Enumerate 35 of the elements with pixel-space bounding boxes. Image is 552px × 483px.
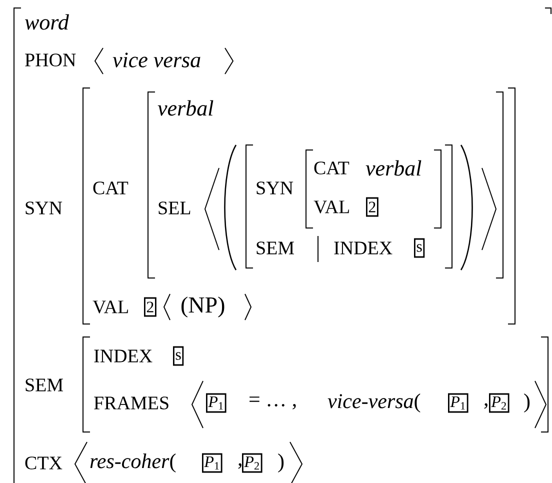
value-text: ) [278, 453, 284, 473]
tag-box: P$_{2}$ [489, 393, 510, 413]
tag-box: 2 [144, 297, 156, 317]
feature-name: SEL [158, 202, 190, 214]
feature-name: SYN [256, 182, 294, 194]
type-label: word [25, 14, 69, 30]
tag-box: P$_{2}$ [242, 453, 262, 473]
feature-name: CAT [314, 162, 350, 174]
feature-name: CAT [93, 182, 128, 194]
value-text: , [238, 463, 242, 469]
type-label: verbal [158, 100, 214, 116]
tag-box: s [173, 346, 184, 366]
value-text: , [484, 403, 488, 409]
feature-name: SYN [26, 202, 62, 214]
feature-name: VAL [314, 200, 349, 214]
feature-name: FRAMES [94, 396, 168, 410]
tag-box: P$_{1}$ [448, 393, 468, 413]
value-text: ) [524, 393, 530, 413]
feature-name: CTX [25, 456, 62, 470]
value-text: = … , [250, 396, 296, 410]
value-text: vice-versa( [328, 393, 420, 413]
feature-name: INDEX [334, 242, 392, 254]
tag-box: P$_{1}$ [202, 453, 222, 473]
feature-name: SEM [26, 378, 63, 392]
type-label: vice versa [112, 52, 200, 68]
value-text: (NP) [182, 296, 224, 318]
feature-name: PHON [25, 54, 76, 66]
tag-box: s [414, 238, 425, 258]
tag-box: P$_{1}$ [206, 393, 226, 413]
value-text: res-coher( [90, 453, 176, 473]
type-label: verbal [366, 160, 422, 176]
feature-name: SEM [256, 242, 294, 254]
tag-box: 2 [366, 197, 378, 217]
feature-name: VAL [92, 300, 128, 314]
feature-name: INDEX [94, 350, 152, 362]
